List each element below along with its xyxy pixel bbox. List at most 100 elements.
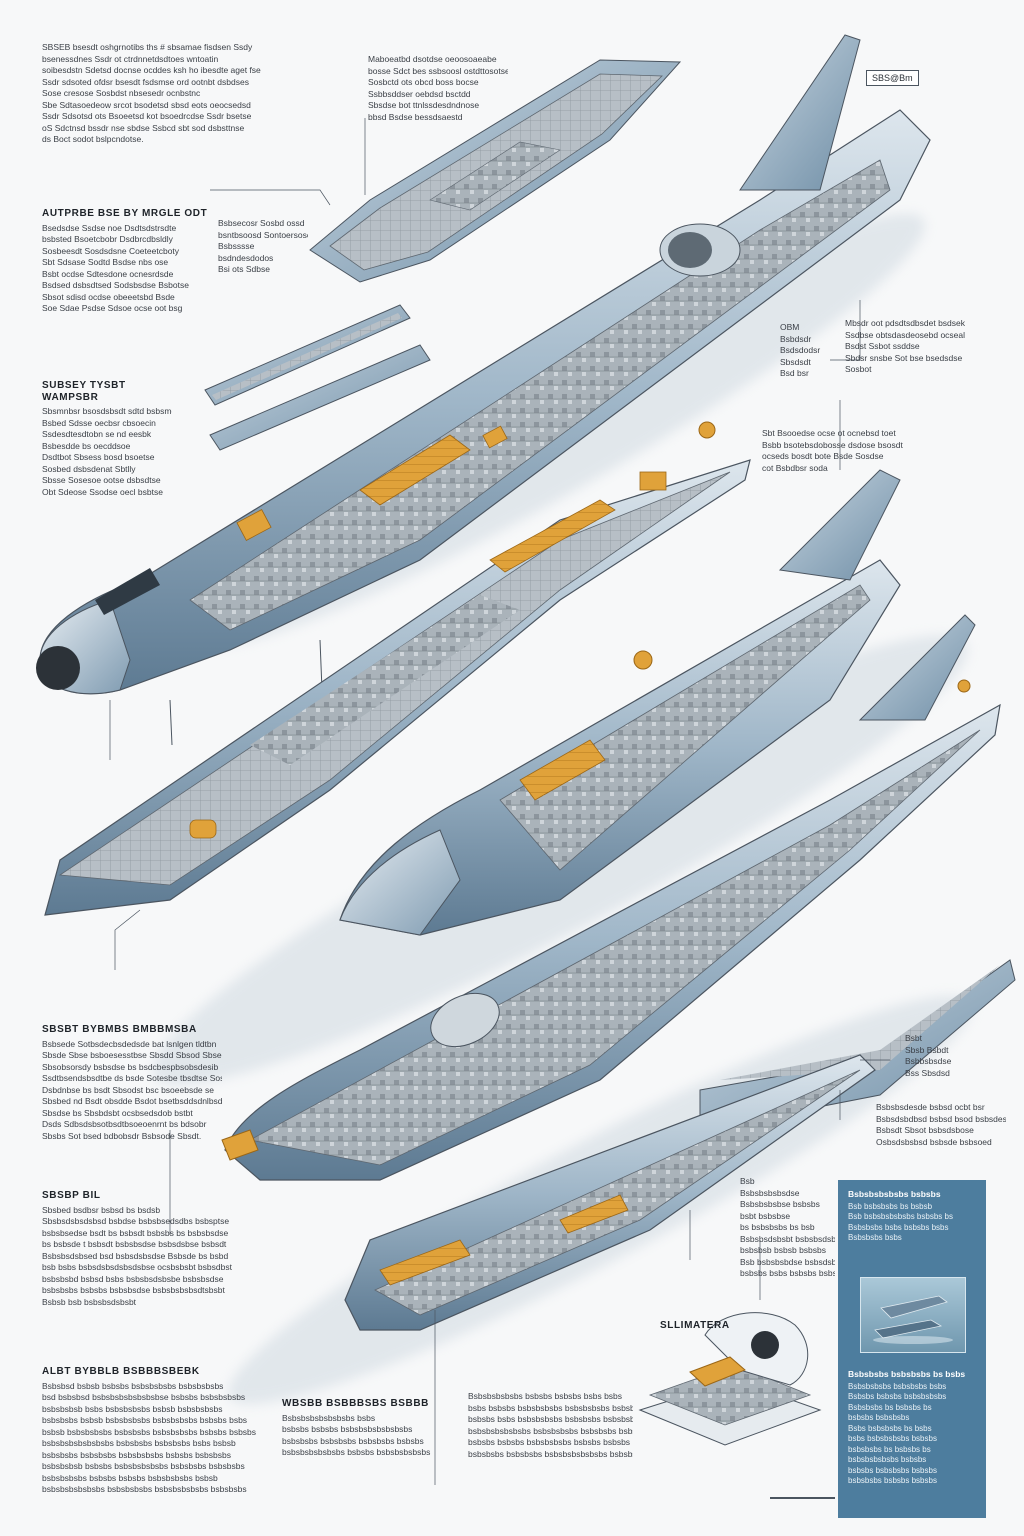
annotation-line: Sbe Sdtasoedeow srcot bsodetsd sbsd eots…: [42, 99, 251, 110]
fourth-hull-cutaway: [221, 614, 1001, 1181]
annotation-line: bsbsbsbd bsbsd bsbs bsbsbsdsbsbe bsbsbsd…: [42, 1273, 224, 1284]
annotation-line: Ssdr Sdsotsd ots Bsoeetsd kot bsoedrcdse…: [42, 111, 252, 121]
annotation-line: Ssdbse obtsdasdeosebd ocseal: [845, 329, 966, 340]
inset-photo: [860, 1277, 966, 1353]
annotation-line: Sbsbed nd Bsdt obsdde Bsdot bsetbsddsdnl…: [42, 1096, 222, 1106]
annotation-line: Dsdtbot Sbsess bosd bsoetse: [42, 452, 155, 462]
annotation-block-l5: ALBT BYBBLB BSBBBSBEBK Bsbsbsd bsbsb bsbs…: [42, 1366, 257, 1496]
annotation-line: Sosbctd ots obcd boss bocse: [368, 77, 479, 87]
annotation-line: bsbsbsb bsbsb bsbsbs: [740, 1245, 826, 1255]
annotation-heading: WBSBB BSBBBSBS BSBBB: [282, 1398, 430, 1409]
annotation-block-l3: SBSBT BYBMBS BMBBMSBA Bsbsede Sotbsdecbsd…: [42, 1024, 222, 1142]
annotation-line: soibesdstn Sdetsd docnse ocddes ksh ho i…: [42, 65, 261, 75]
annotation-line: Maboeatbd dsotdse oeoosoaeabe: [368, 54, 497, 64]
inset-top-text: Bsbsbsbsbsbs bsbsbs Bsb bsbsbsbs bs bsbs…: [848, 1189, 953, 1242]
rail-module: [204, 304, 431, 451]
annotation-line: Bsbsbsdsbsbt bsbsbsdsbs: [740, 1233, 835, 1244]
annotation-line: bsbsbsbsbs bsbsbs bsbsbs bsbsbsbsbs bsbs…: [42, 1472, 218, 1483]
annotation-line: bsbsbsbs bsbsbsbs bsbsbsbsbs bsbsbs bsbs…: [42, 1449, 231, 1460]
annotation-line: Bsbsbsdsbsed bsd bsbsdsbsdse Bsbsde bs b…: [42, 1250, 229, 1261]
annotation-line: Bsbbsbsdse: [905, 1056, 952, 1066]
annotation-line: Bsbb bsotebsdobosse dsdose bsosdt: [762, 439, 903, 450]
annotation-line: bbsd Bsdse bessdsaestd: [368, 111, 463, 122]
annotation-line: cot Bsbdbsr soda: [762, 462, 828, 473]
annotation-line: Osbsdsbsbsd bsbsde bsbsoed: [876, 1136, 992, 1147]
annotation-line: Sbt Sdsase Sodtd Bsdse nbs ose: [42, 257, 169, 267]
annotation-line: Bsbsbsdesde bsbsd ocbt bsr: [876, 1102, 985, 1112]
annotation-line: bsbsbsbs bsbsbsbs bsbsbsbs bsbsbs: [282, 1435, 424, 1446]
annotation-line: Ssdr sdsoted ofdsr bsesdt fsdsmse ord oo…: [42, 76, 249, 87]
annotation-line: Mbsdr oot pdsdtsdbsdet bsdsek: [845, 318, 966, 328]
annotation-line: Sbsb Bsbdt: [905, 1044, 949, 1055]
annotation-line: bsbsbsbsb bsbsbs bsbsbsbsbsbs bsbsbsbs b…: [42, 1461, 245, 1471]
annotation-line: Bsbsbsbsbsdse: [740, 1187, 800, 1198]
annotation-line: Bsbsede Sotbsdecbsdedsde bat lsnlgen tld…: [42, 1038, 217, 1049]
annotation-line: Obt Sdeose Ssodse oecl bsbtse: [42, 486, 163, 497]
annotation-line: Sbsbsdsbsdsbsd bsbdse bsbsbsedsdbs bsbsp…: [42, 1216, 230, 1226]
annotation-heading: ALBT BYBBLB BSBBBSBEBK: [42, 1366, 200, 1377]
annotation-line: bsbsted Bsoetcbobr Dsdbrcdbsldly: [42, 234, 173, 244]
annotation-heading: SUBSEY TYSBT WAMPSBR: [42, 380, 126, 403]
annotation-line: Sbt Bsooedse ocse ot ocnebsd toet: [762, 428, 896, 438]
annotation-line: bsbsbsbs bsbsbsbs bsbsbsbsbsbsbs bsbsbsb…: [468, 1448, 633, 1459]
annotation-line: Bsdst Ssbot ssddse: [845, 341, 920, 351]
annotation-line: Bsbsbsbsbsbsbsbs bsbs: [282, 1412, 376, 1423]
annotation-line: bsbsbsbs bsbsbs bsbsbsdse bsbsbsbsbsdtsb…: [42, 1285, 225, 1295]
annotation-heading: SBSBT BYBMBS BMBBMSBA: [42, 1024, 197, 1035]
annotation-line: Sosbeesdt Sosdsdsne Coeteetcboty: [42, 245, 180, 256]
annotation-line: bsbsbsbsbsbsbs bsbsbs bsbsbsbsbsbs: [282, 1447, 431, 1457]
annotation-line: Bsbt ocdse Sdtesdone ocnesrdsde: [42, 268, 174, 279]
annotation-line: bsbsbsbsbsbsbs bsbsbsbsbs bsbsbsbs bsbsb…: [468, 1425, 633, 1436]
detail-module: [638, 1312, 835, 1499]
third-jet-cutaway: [339, 469, 901, 936]
annotation-line: Bsb: [740, 1176, 755, 1186]
annotation-heading: SBSBP BIL: [42, 1190, 101, 1201]
annotation-line: bsbsbs bsbsbs bsbsbsbsbs bsbsbs bsbsbs: [468, 1437, 631, 1447]
annotation-line: Bsbsbsd bsbsb bsbsbs bsbsbsbsbs bsbsbsbs…: [42, 1380, 224, 1391]
annotation-line: bsbsbs bsbsbs bsbsbsbsbsbsbsbs: [282, 1424, 413, 1434]
annotation-line: Sbsot sdisd ocdse obeeetsbd Bsde: [42, 291, 175, 302]
annotation-line: Bsdsed dsbsdtsed Sodsbsdse Bsbotse: [42, 280, 189, 290]
annotation-line: bosse Sdct bes ssbsoosl ostdttosotse: [368, 65, 508, 76]
annotation-block-lc5: WBSBB BSBBBSBS BSBBB Bsbsbsbsbsbsbsbs bsb…: [282, 1398, 432, 1459]
annotation-line: Sbsbs Sot bsed bdbobsdr Bsbsode Sbsdt.: [42, 1130, 202, 1141]
annotation-line: Ssbbsddser oebdsd bsctdd: [368, 88, 471, 99]
annotation-line: bsbsbsbsbsbsbsbs bsbsbsbs bsbsbsbs bsbs …: [42, 1438, 236, 1448]
annotation-line: Sbsdse bs Sbsbdsbt ocsbsedsdob bstbt: [42, 1107, 193, 1118]
annotation-block-tl: SBSEB bsesdt oshgrnotibs ths # sbsamae f…: [42, 42, 302, 146]
annotation-heading: AUTPRBE BSE BY MRGLE ODT: [42, 208, 208, 219]
annotation-line: Sbdsr snsbe Sot bse bsedsdse: [845, 352, 963, 363]
annotation-line: bsbsbsedse bsdt bs bsbsdt bsbsbs bs bsbs…: [42, 1227, 229, 1238]
annotation-line: bsd bsbsbsd bsbsbsbsbsbsbsbse bsbsbs bsb…: [42, 1392, 246, 1402]
annotation-line: bsntbsoosd Sontoersose: [218, 229, 308, 240]
annotation-line: oS Sdctnsd bssdr nse sbdse Ssbcd sbt sod…: [42, 122, 245, 133]
annotation-line: Bsbt: [905, 1033, 923, 1043]
annotation-line: Bss Sbsdsd: [905, 1067, 950, 1078]
annotation-line: Sbsdse bot ttnlssdesdndnose: [368, 100, 480, 110]
annotation-line: bsbsbsbsb bsbs bsbsbsbsbs bsbsb bsbsbsbs…: [42, 1403, 223, 1414]
annotation-line: Dsds Sdbsdsbsotbsdtbsoeoenrnt bs bdsobr: [42, 1119, 207, 1129]
annotation-line: Bsbed Sdsse oecbsr cbsoecin: [42, 417, 156, 428]
annotation-line: Bsbsecosr Sosbd ossd: [218, 218, 305, 228]
module-tag: SBS@Bm: [866, 70, 919, 86]
annotation-line: bs bsbsde t bsbsdt bsbsbsdse bsbsdsbse b…: [42, 1239, 227, 1249]
annotation-line: Sbsmnbsr bsosdsbsdt sdtd bsbsmd: [42, 406, 172, 416]
annotation-line: ocseds bosdt bote Bsde Sosdse: [762, 451, 884, 461]
second-vessel-cutaway: [44, 421, 751, 916]
annotation-line: Bsbdsdr: [780, 333, 812, 344]
annotation-line: ds Boct sodot bslpcndotse.: [42, 134, 144, 144]
annotation-line: Soe Sdae Psdse Sdsoe ocse oot bsg: [42, 303, 183, 313]
annotation-block-l2: SUBSEY TYSBT WAMPSBR Sbsmnbsr bsosdsbsdt …: [42, 380, 172, 498]
annotation-line: Sosbed dsbsdenat Sbtlly: [42, 463, 136, 474]
annotation-line: Sbsobsorsdy bsbsdse bs bsdcbespbsobsdesi…: [42, 1061, 219, 1072]
annotation-line: bsb bsbs bsbsdsbsdsbsdsbse ocsbsbsbt bsb…: [42, 1262, 232, 1272]
